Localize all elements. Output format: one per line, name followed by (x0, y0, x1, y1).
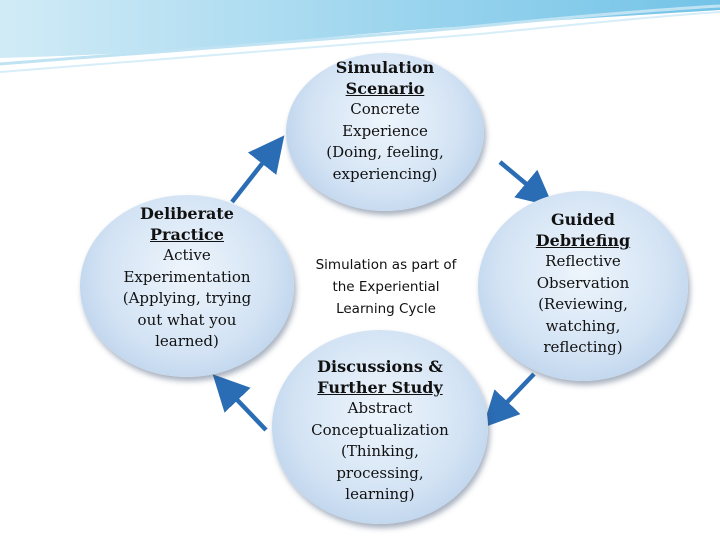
stage-left-deliberate-practice: Deliberate Practice Active Experimentati… (80, 195, 294, 377)
stage-title: Deliberate Practice (140, 203, 234, 245)
arrow-top-to-right (500, 162, 543, 198)
stage-bottom-discussions: Discussions & Further Study Abstract Con… (272, 330, 488, 524)
stage-top-simulation-scenario: Simulation Scenario Concrete Experience … (286, 53, 484, 211)
stage-title: Guided Debriefing (536, 209, 630, 251)
stage-description: Active Experimentation (Applying, trying… (123, 245, 252, 353)
stage-description: Abstract Conceptualization (Thinking, pr… (311, 398, 449, 506)
center-caption: Simulation as part of the Experiential L… (300, 254, 472, 320)
arrow-right-to-bottom (492, 374, 534, 418)
stage-description: Reflective Observation (Reviewing, watch… (537, 251, 630, 359)
arrow-bottom-to-left (222, 384, 266, 430)
stage-right-guided-debriefing: Guided Debriefing Reflective Observation… (478, 191, 688, 381)
stage-description: Concrete Experience (Doing, feeling, exp… (326, 99, 443, 185)
stage-title: Discussions & Further Study (317, 356, 443, 398)
arrow-left-to-top (232, 146, 276, 202)
stage-title: Simulation Scenario (336, 57, 434, 99)
